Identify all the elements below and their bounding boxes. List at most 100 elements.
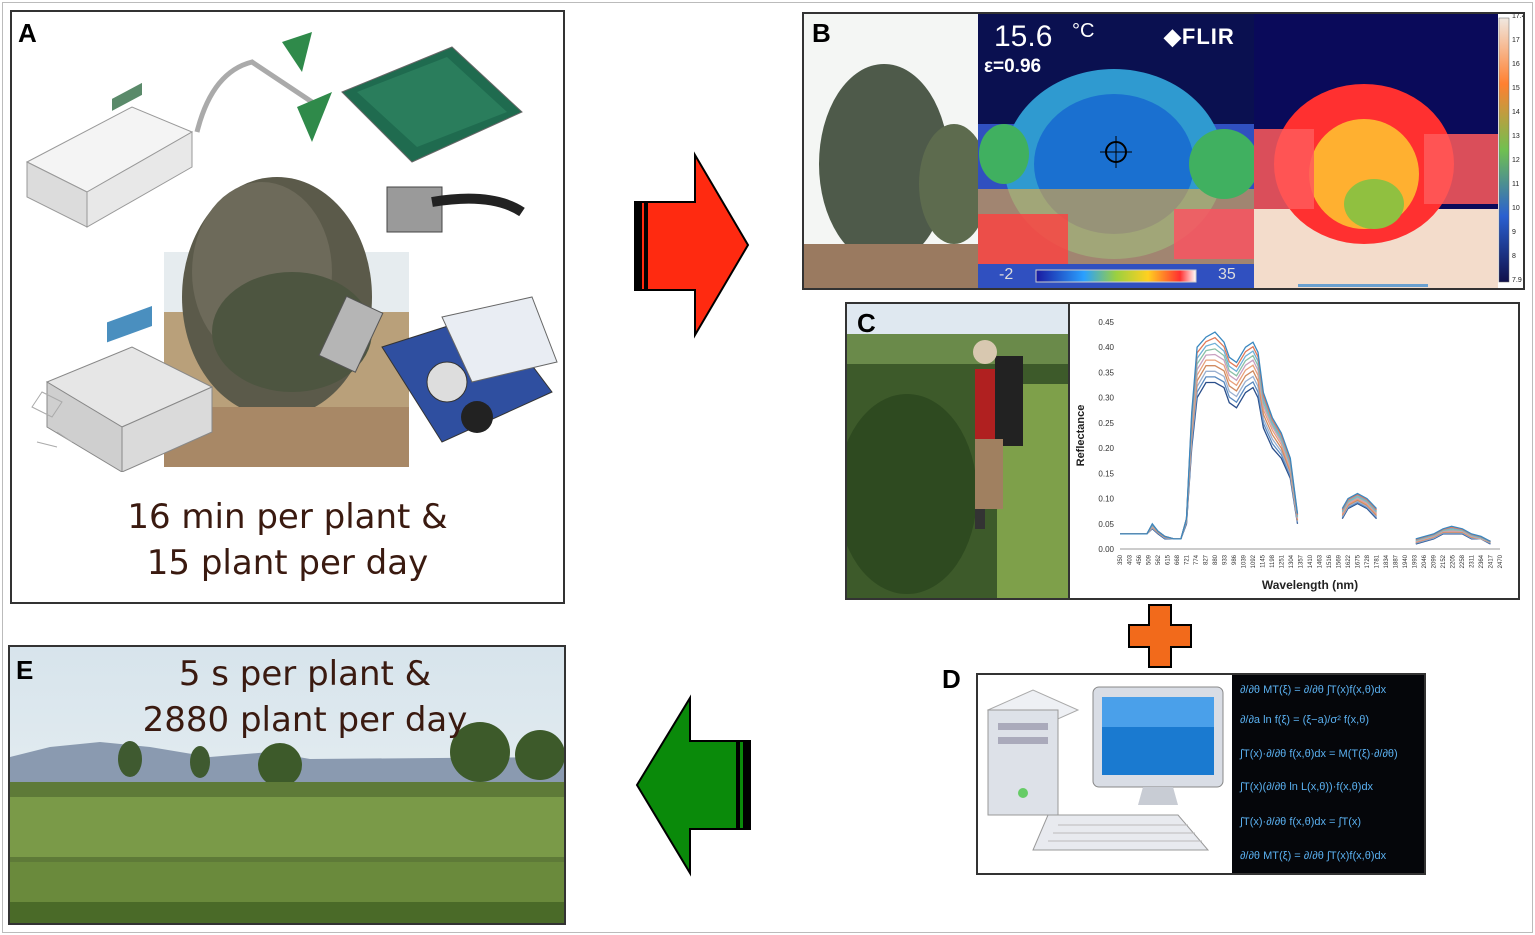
x-tick-label: 1198 <box>1270 554 1276 568</box>
flir-logo: ◆FLIR <box>1164 24 1235 50</box>
spectral-line <box>1120 342 1491 543</box>
colorbar-tick-label: 16 <box>1512 61 1520 68</box>
spectral-line <box>1120 376 1491 545</box>
x-tick-label: 1092 <box>1251 554 1257 568</box>
flir-brand: FLIR <box>1181 24 1235 49</box>
x-tick-label: 1622 <box>1346 554 1352 568</box>
x-tick-label: 1728 <box>1365 554 1371 568</box>
x-tick-label: 2046 <box>1422 554 1428 568</box>
scale-min-label: -2 <box>999 266 1014 283</box>
thermal-imagery <box>804 14 1510 288</box>
pressure-chamber-icon <box>318 295 558 443</box>
x-tick-label: 1251 <box>1280 554 1286 568</box>
green-arrow <box>635 694 751 877</box>
x-tick-label: 1834 <box>1384 554 1390 568</box>
panel-a-caption-line2: 15 plant per day <box>146 543 429 583</box>
x-tick-label: 403 <box>1128 554 1134 565</box>
spectral-line <box>1120 359 1491 543</box>
x-tick-label: 2099 <box>1432 554 1438 568</box>
colorbar-tick-label: 10 <box>1512 205 1520 212</box>
x-tick-label: 615 <box>1166 554 1172 565</box>
panel-e: E 5 s per plant & 2880 plant per day <box>8 645 566 925</box>
spectrophotometer-icon <box>31 306 214 472</box>
spectral-line <box>1120 365 1491 543</box>
x-tick-label: 2470 <box>1498 554 1504 568</box>
panel-d-label: D <box>942 664 961 694</box>
colorbar-tick-label: 14 <box>1512 109 1520 116</box>
x-tick-label: 2205 <box>1451 554 1457 568</box>
spectral-line <box>1120 370 1491 544</box>
panel-e-caption: 5 s per plant & 2880 plant per day <box>10 651 564 743</box>
colorbar-tick-label: 11 <box>1512 181 1520 188</box>
x-tick-label: 1145 <box>1261 554 1267 568</box>
x-tick-label: 562 <box>1156 554 1162 565</box>
y-tick-label: 0.05 <box>1098 520 1114 529</box>
y-tick-label: 0.00 <box>1098 545 1114 554</box>
panel-d: ∂/∂θ MT(ξ) = ∂/∂θ ∫T(x)f(x,θ)dx ∂/∂a ln … <box>976 673 1426 875</box>
y-tick-label: 0.30 <box>1098 394 1114 403</box>
colorbar-tick-label: 13 <box>1512 133 1520 140</box>
y-tick-label: 0.25 <box>1098 419 1114 428</box>
flir-diamond-icon: ◆ <box>1164 24 1182 49</box>
field-photo <box>847 304 1068 598</box>
instruments-illustration <box>25 32 558 472</box>
temperature-readout: 15.6 <box>994 20 1053 53</box>
x-tick-label: 986 <box>1232 554 1238 565</box>
x-tick-label: 1781 <box>1375 554 1381 568</box>
panel-a: A 16 min per plant & 15 plant per day <box>10 10 565 604</box>
svg-text:∂/∂θ MT(ξ) = ∂/∂θ ∫T(x)f(x,θ)d: ∂/∂θ MT(ξ) = ∂/∂θ ∫T(x)f(x,θ)dx <box>1240 850 1387 862</box>
temperature-unit: °C <box>1072 20 1095 42</box>
red-arrow <box>634 151 750 339</box>
x-tick-label: 1039 <box>1242 554 1248 568</box>
x-tick-label: 668 <box>1175 554 1181 565</box>
colorbar-tick-label: 17.4 <box>1512 13 1525 20</box>
plus-icon <box>1128 604 1192 668</box>
gas-analyzer-icon <box>25 82 194 228</box>
x-tick-label: 1516 <box>1327 554 1333 568</box>
x-tick-label: 1675 <box>1356 554 1362 568</box>
reflectance-chart: 0.000.050.100.150.200.250.300.350.400.45… <box>1068 304 1504 598</box>
y-tick-label: 0.15 <box>1098 469 1114 478</box>
x-tick-label: 2258 <box>1460 554 1466 568</box>
x-tick-label: 721 <box>1185 554 1191 565</box>
colorbar-tick-label: 12 <box>1512 157 1520 164</box>
panel-e-caption-line1: 5 s per plant & <box>178 654 432 694</box>
x-tick-label: 933 <box>1223 554 1229 565</box>
panel-b-label: B <box>812 18 831 48</box>
panel-e-label: E <box>16 655 34 685</box>
x-tick-label: 1357 <box>1299 554 1305 568</box>
leaf-clamp-icon <box>194 32 332 142</box>
spectral-line <box>1120 336 1491 542</box>
y-tick-label: 0.45 <box>1098 318 1114 327</box>
svg-text:∫T(x)·∂/∂θ f(x,θ)dx = ∫T(x): ∫T(x)·∂/∂θ f(x,θ)dx = ∫T(x) <box>1239 816 1361 828</box>
spectral-line <box>1120 353 1491 543</box>
x-tick-label: 1410 <box>1308 554 1314 568</box>
x-tick-label: 1993 <box>1413 554 1419 568</box>
x-tick-label: 1304 <box>1289 554 1295 568</box>
colorbar-tick-label: 15 <box>1512 85 1520 92</box>
y-tick-label: 0.10 <box>1098 495 1114 504</box>
computer-and-equations: ∂/∂θ MT(ξ) = ∂/∂θ ∫T(x)f(x,θ)dx ∂/∂a ln … <box>978 675 1424 873</box>
x-tick-label: 774 <box>1194 554 1200 565</box>
y-axis-label: Reflectance <box>1075 405 1087 467</box>
false-color-temperature-map <box>1254 14 1510 288</box>
x-tick-label: 1569 <box>1337 554 1343 568</box>
x-tick-label: 2364 <box>1479 554 1485 568</box>
photosynthesis-system-icon <box>341 46 525 233</box>
x-axis-label: Wavelength (nm) <box>1262 578 1358 592</box>
svg-text:∂/∂a ln f(ξ) = (ξ−a)/σ² f(x,θ): ∂/∂a ln f(ξ) = (ξ−a)/σ² f(x,θ) <box>1240 714 1369 726</box>
colorbar-tick-label: 9 <box>1512 229 1516 236</box>
panel-a-caption: 16 min per plant & 15 plant per day <box>12 494 563 586</box>
colorbar-tick-label: 7.9 <box>1512 277 1522 284</box>
x-tick-label: 2311 <box>1470 554 1476 568</box>
svg-text:∂/∂θ MT(ξ) = ∂/∂θ ∫T(x)f(x,θ)d: ∂/∂θ MT(ξ) = ∂/∂θ ∫T(x)f(x,θ)dx <box>1240 684 1387 696</box>
x-tick-label: 2152 <box>1441 554 1447 568</box>
panel-a-label: A <box>18 18 37 48</box>
equations-image: ∂/∂θ MT(ξ) = ∂/∂θ ∫T(x)f(x,θ)dx ∂/∂a ln … <box>1232 675 1424 873</box>
y-tick-label: 0.20 <box>1098 444 1114 453</box>
x-tick-label: 1887 <box>1394 554 1400 568</box>
panel-a-caption-line1: 16 min per plant & <box>127 497 448 537</box>
